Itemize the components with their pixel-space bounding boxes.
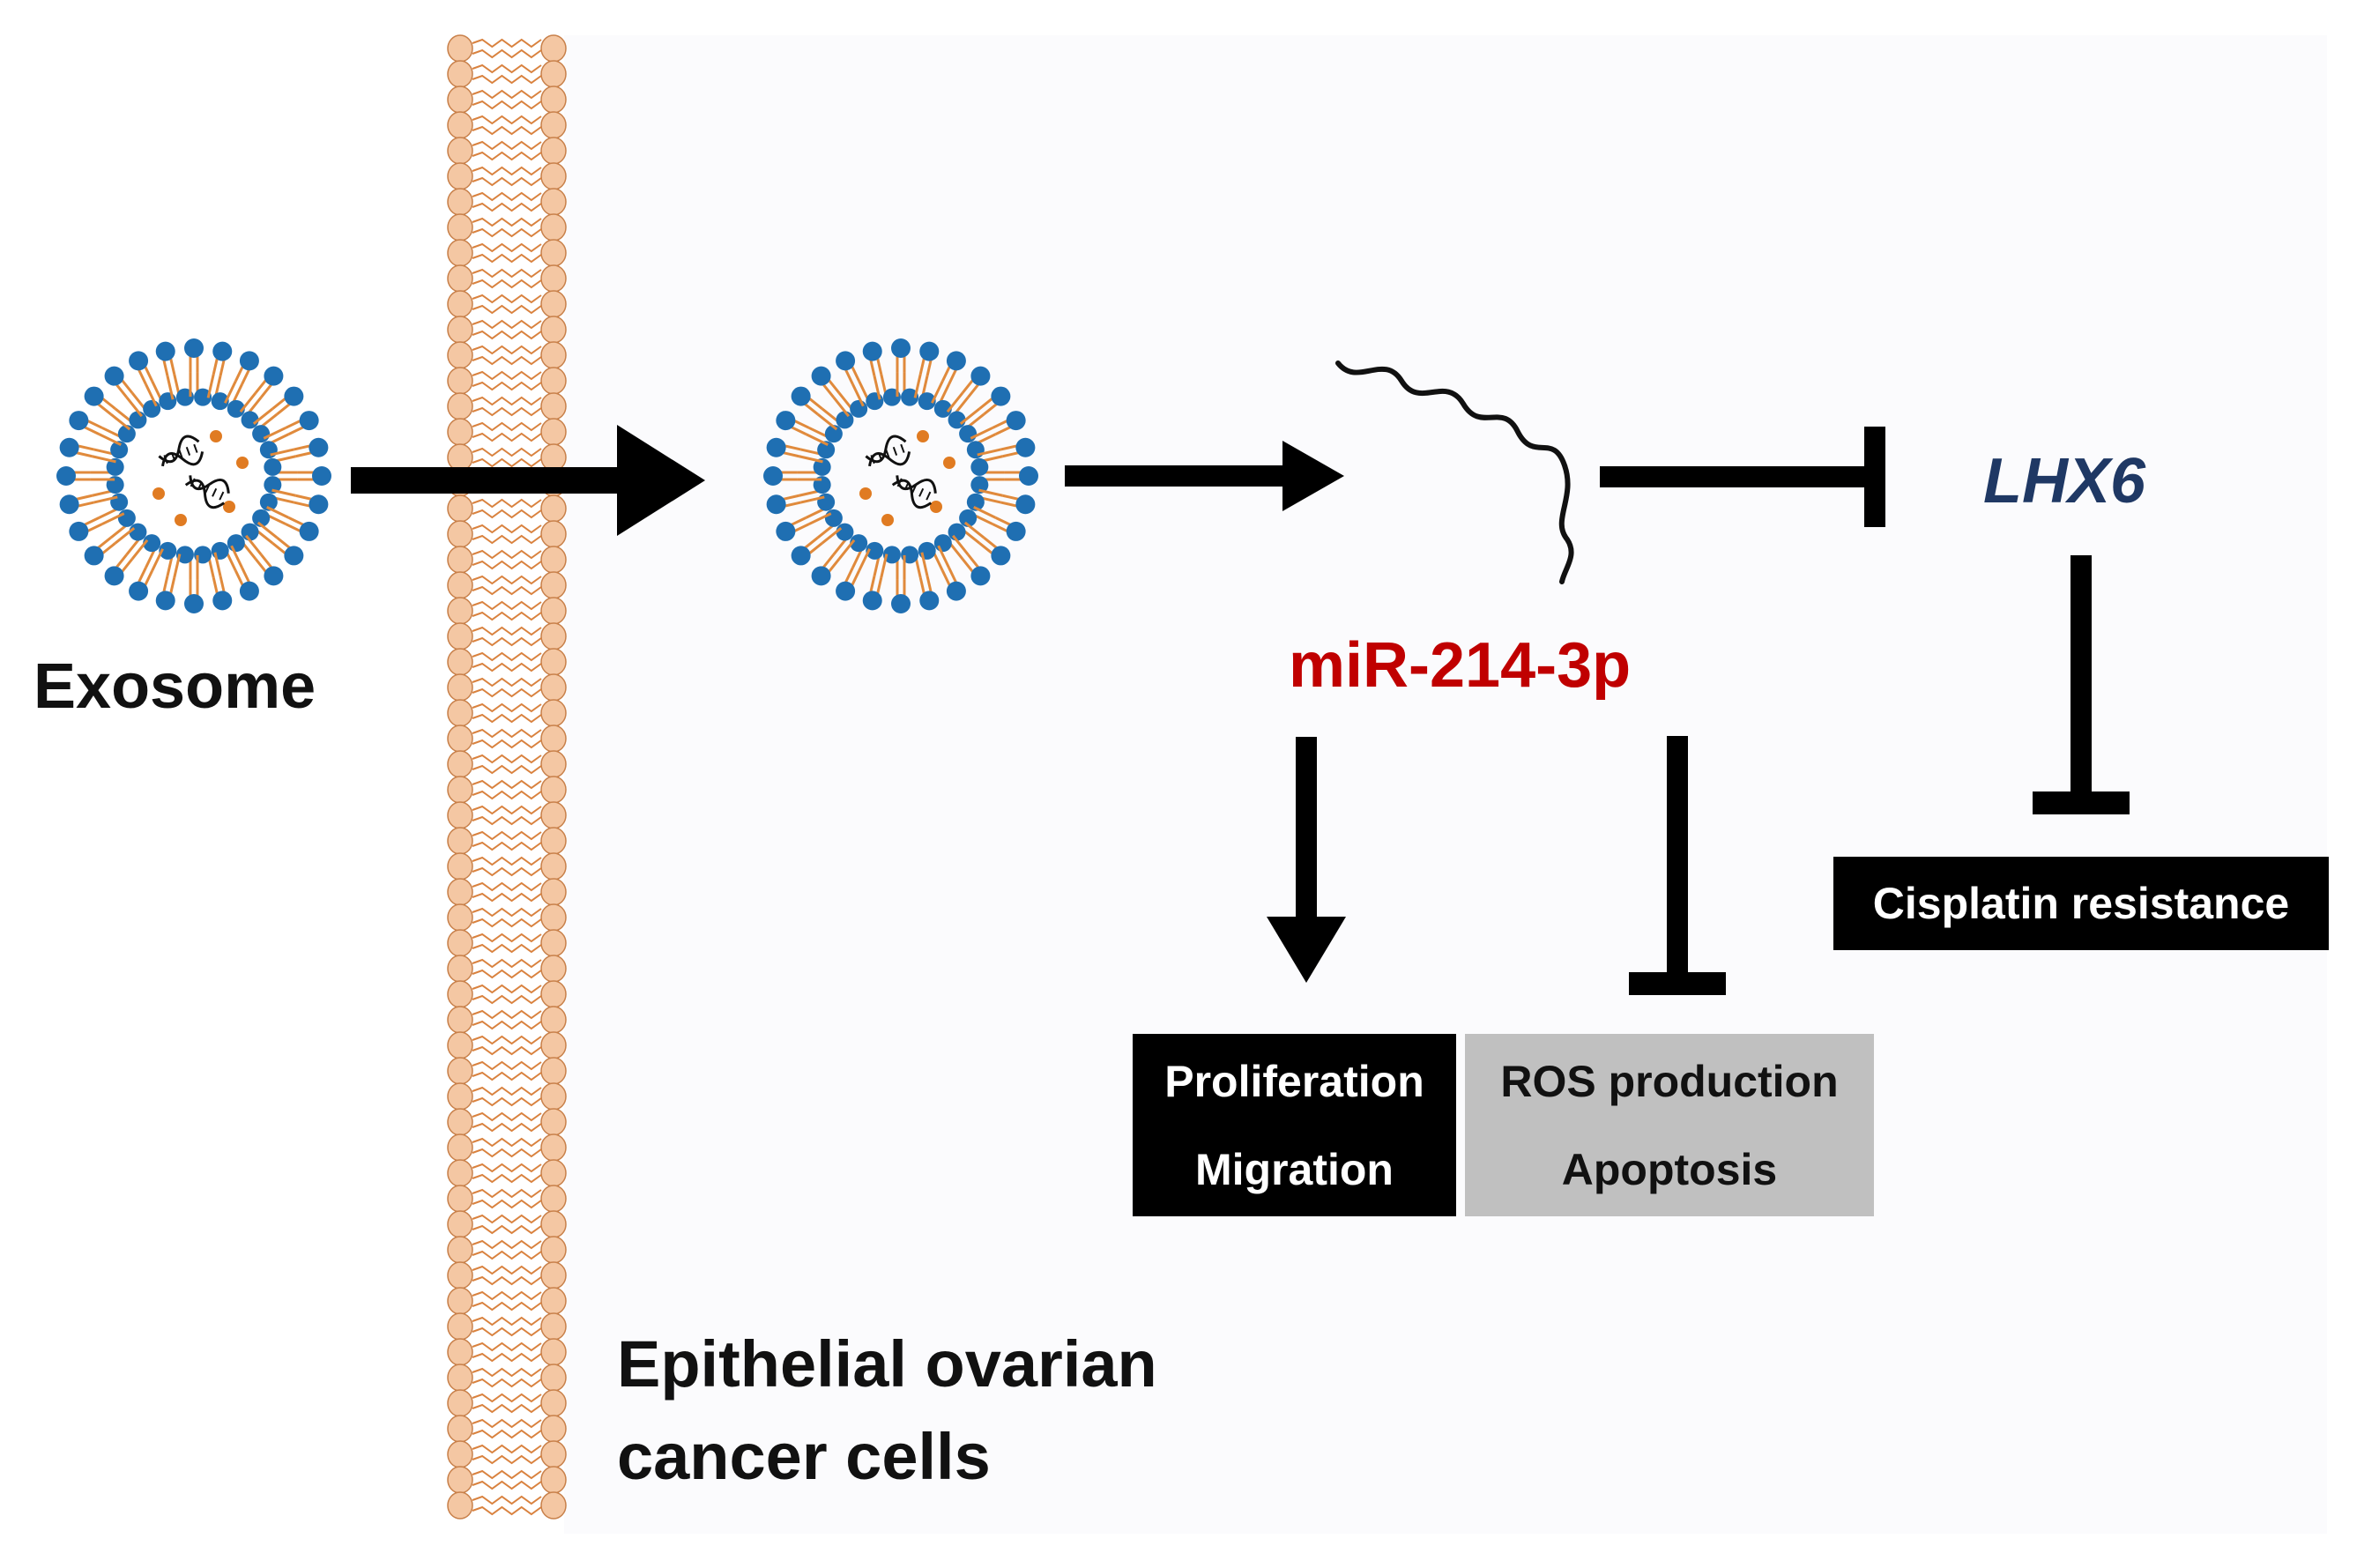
cisplatin-resistance-label: Cisplatin resistance — [1872, 879, 2290, 928]
mirna-label: miR-214-3p — [1289, 630, 1632, 701]
inhibit-cisplatin-arrow — [2033, 555, 2130, 814]
ros-production-label: ROS production — [1500, 1056, 1839, 1106]
exosome-internalized — [763, 338, 1038, 613]
promote-proliferation-arrow — [1267, 737, 1346, 983]
uptake-arrow — [351, 425, 705, 536]
apoptosis-label: Apoptosis — [1561, 1144, 1778, 1194]
cell-interior — [564, 35, 2327, 1534]
gene-label: LHX6 — [1983, 446, 2146, 516]
cell-label-line2: cancer cells — [617, 1420, 991, 1493]
ros-apoptosis-box: ROS production Apoptosis — [1465, 1034, 1874, 1216]
cell-label-line1: Epithelial ovarian — [617, 1327, 1157, 1401]
proliferation-migration-box: Proliferation Migration — [1133, 1034, 1456, 1216]
cell-membrane — [447, 34, 567, 1520]
mirna-strand — [1335, 360, 1574, 584]
exosome-extracellular — [56, 338, 331, 613]
cisplatin-resistance-box: Cisplatin resistance — [1833, 857, 2329, 950]
inhibit-lhx6-arrow — [1600, 427, 1885, 527]
exosome-label: Exosome — [33, 651, 316, 722]
inhibit-ros-arrow — [1629, 736, 1726, 995]
migration-label: Migration — [1195, 1144, 1394, 1194]
release-arrow — [1065, 441, 1344, 511]
proliferation-label: Proliferation — [1164, 1056, 1424, 1106]
